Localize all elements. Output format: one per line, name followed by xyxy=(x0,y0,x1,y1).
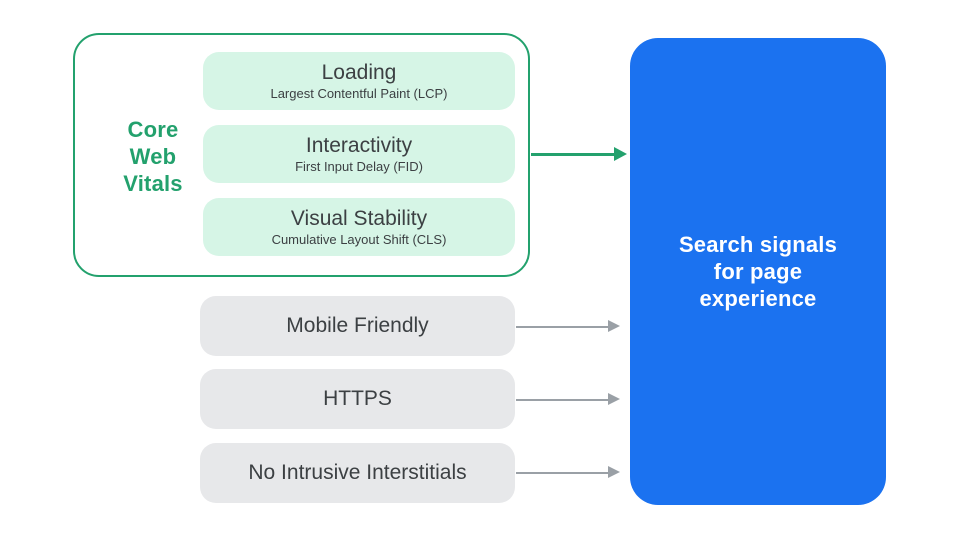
signal-label: No Intrusive Interstitials xyxy=(248,461,467,484)
signal-label: HTTPS xyxy=(323,387,392,410)
signal-pill-https: HTTPS xyxy=(200,369,515,429)
arrow-line xyxy=(531,153,615,156)
arrow-line xyxy=(516,471,609,474)
vital-subtitle: Cumulative Layout Shift (CLS) xyxy=(271,231,447,247)
vital-title: Loading xyxy=(321,60,397,84)
arrow-line xyxy=(516,398,609,401)
vital-subtitle: First Input Delay (FID) xyxy=(295,158,423,174)
arrow-mobile-friendly-to-result xyxy=(516,318,620,334)
vital-subtitle: Largest Contentful Paint (LCP) xyxy=(270,85,448,101)
arrow-https-to-result xyxy=(516,391,620,407)
signal-pill-mobile-friendly: Mobile Friendly xyxy=(200,296,515,356)
vital-pill-interactivity: Interactivity First Input Delay (FID) xyxy=(203,125,515,183)
arrowhead-icon xyxy=(608,320,620,332)
search-signals-panel: Search signals for page experience xyxy=(630,38,886,505)
arrowhead-icon xyxy=(614,147,627,161)
vital-pill-visual-stability: Visual Stability Cumulative Layout Shift… xyxy=(203,198,515,256)
core-web-vitals-label: Core Web Vitals xyxy=(123,117,183,196)
arrow-no-intrusive-interstitials-to-result xyxy=(516,464,620,480)
search-signals-label: Search signals for page experience xyxy=(678,232,838,311)
vital-pill-loading: Loading Largest Contentful Paint (LCP) xyxy=(203,52,515,110)
vital-title: Interactivity xyxy=(305,133,413,157)
signal-pill-no-intrusive-interstitials: No Intrusive Interstitials xyxy=(200,443,515,503)
arrow-core-web-vitals-to-result xyxy=(531,146,627,162)
arrowhead-icon xyxy=(608,466,620,478)
arrow-line xyxy=(516,325,609,328)
signal-label: Mobile Friendly xyxy=(286,314,429,337)
arrowhead-icon xyxy=(608,393,620,405)
vital-title: Visual Stability xyxy=(290,206,428,230)
